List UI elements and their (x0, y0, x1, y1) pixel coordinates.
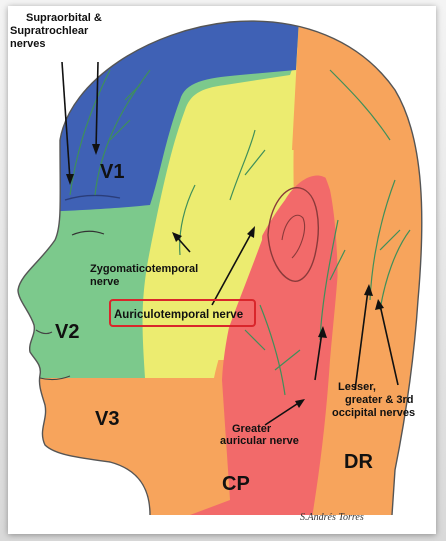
pointer-arrows (61, 61, 399, 426)
label-supraorbital-line2: Supratrochlear (10, 25, 89, 37)
label-auriculotemporal: Auriculotemporal nerve (114, 309, 243, 321)
arrow-occipital-3 (379, 304, 399, 386)
region-label-v1: V1 (100, 161, 124, 183)
label-zygomatico-line1: Zygomaticotemporal (90, 263, 198, 275)
eye (71, 230, 105, 236)
label-occipital-line3: occipital nerves (332, 407, 415, 419)
label-supraorbital-line1: Supraorbital & (26, 12, 102, 24)
label-occipital-line1: Lesser, (338, 381, 376, 393)
region-label-dr: DR (344, 451, 373, 473)
label-supraorbital-line3: nerves (10, 38, 45, 50)
region-cp (150, 175, 340, 516)
artist-signature: S.Andrés Torres (300, 512, 364, 523)
nostril (35, 329, 53, 335)
head-outline (17, 20, 423, 516)
region-label-v3: V3 (95, 408, 119, 430)
lips (39, 375, 71, 381)
region-label-v2: V2 (55, 321, 79, 343)
arrow-supraorbital-1 (61, 61, 71, 181)
label-occipital-line2: greater & 3rd (345, 394, 413, 406)
arrow-auriculotemporal (211, 231, 253, 306)
label-greater-line2: auricular nerve (220, 435, 299, 447)
ear-outline (267, 187, 319, 282)
region-label-cp: CP (222, 473, 250, 495)
label-zygomatico-line2: nerve (90, 276, 119, 288)
ear-inner (281, 214, 306, 259)
nerve-branches (69, 69, 411, 396)
arrow-occipital-1 (314, 331, 323, 381)
arrow-occipital-2 (354, 289, 369, 391)
arrow-supraorbital-2 (95, 61, 99, 151)
arrow-greater-auricular (264, 401, 301, 426)
arrow-heads (66, 144, 384, 408)
label-greater-line1: Greater (232, 423, 272, 435)
auriculotemporal-highlight-box (109, 299, 256, 327)
eyebrow (64, 194, 121, 201)
